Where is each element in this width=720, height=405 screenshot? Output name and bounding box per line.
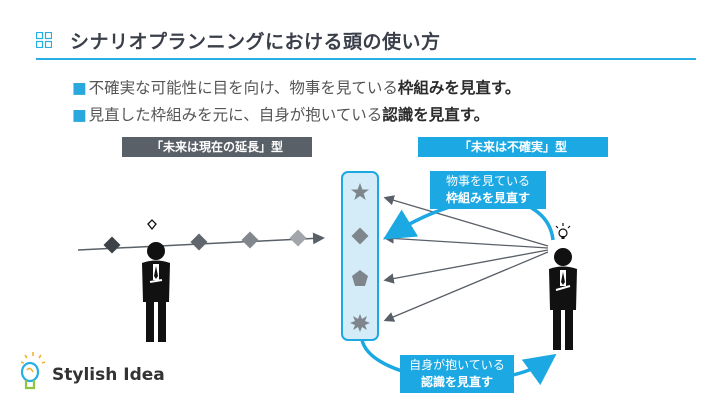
lightbulb-logo-icon xyxy=(20,352,46,390)
diamond-icon xyxy=(351,227,369,245)
frame-panel xyxy=(341,171,379,341)
timeline-diamond-1 xyxy=(103,236,121,254)
bullet-item: ■見直した枠組みを元に、自身が抱いている認識を見直す。 xyxy=(72,103,489,125)
timeline-diamond-3 xyxy=(241,231,259,249)
callout-line: 物事を見ている xyxy=(445,174,530,188)
callout-line-bold: 認識を見直す xyxy=(420,375,493,389)
burst-icon xyxy=(350,314,370,332)
pentagon-icon xyxy=(352,270,368,286)
title-underline xyxy=(36,58,696,60)
logo-text: Stylish Idea xyxy=(52,365,165,385)
star-icon xyxy=(351,183,369,200)
slide-title: シナリオプランニングにおける頭の使い方 xyxy=(70,31,441,53)
callout-reperceive: 自身が抱いている 認識を見直す xyxy=(400,355,514,393)
right-type-badge: 「未来は不確実」型 xyxy=(418,137,608,157)
person-right-icon xyxy=(549,223,577,350)
left-type-badge: 「未来は現在の延長」型 xyxy=(122,137,312,157)
timeline-diamond-4 xyxy=(289,229,307,247)
bullet-marker: ■ xyxy=(72,79,87,97)
callout-line-bold: 枠組みを見直す xyxy=(445,191,530,205)
bullet-text: 見直した枠組みを元に、自身が抱いている xyxy=(88,106,383,124)
person-left-icon xyxy=(142,219,170,342)
timeline-diamond-2 xyxy=(190,233,208,251)
perception-arrows xyxy=(383,195,549,322)
grid-icon xyxy=(36,32,52,48)
callout-line: 自身が抱いている xyxy=(409,358,505,372)
bullet-emphasis: 枠組みを見直す。 xyxy=(397,79,521,97)
bullet-marker: ■ xyxy=(72,106,87,124)
bullet-emphasis: 認識を見直す。 xyxy=(382,106,490,124)
callout-reframe: 物事を見ている 枠組みを見直す xyxy=(430,171,546,209)
bullet-item: ■不確実な可能性に目を向け、物事を見ている枠組みを見直す。 xyxy=(72,76,520,98)
bullet-text: 不確実な可能性に目を向け、物事を見ている xyxy=(88,79,398,97)
